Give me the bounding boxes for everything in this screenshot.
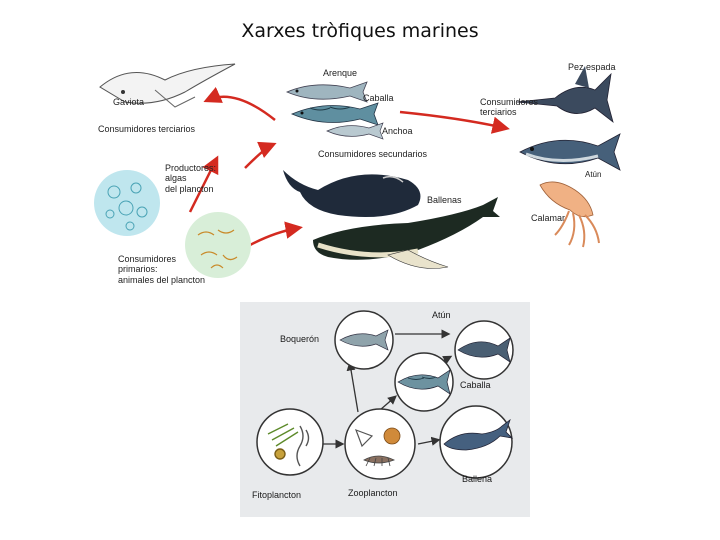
label-caballa-bottom: Caballa [460, 380, 491, 390]
fitoplancton-circle [256, 408, 324, 476]
arrow-fish-to-tuna [399, 110, 510, 134]
label-calamar: Calamar [531, 213, 566, 223]
producers-plankton-illustration [94, 170, 160, 236]
squid-illustration [539, 181, 600, 248]
label-caballa: Caballa [363, 93, 394, 103]
atun-fish-icon [457, 337, 511, 363]
arrow-primary-to-whale [249, 221, 303, 247]
label-zooplancton: Zooplancton [348, 488, 398, 498]
label-consumidores-terciarios-left: Consumidores terciarios [98, 124, 196, 134]
label-anchoa: Anchoa [382, 126, 413, 136]
mackerel-illustration [290, 102, 379, 126]
zooplankton-icon [354, 427, 401, 467]
arrow-zooplancton-to-caballa [379, 395, 397, 411]
ballena-whale-icon [443, 418, 514, 451]
right-whale-illustration [283, 170, 421, 218]
arrow-fish-to-gull [203, 86, 276, 121]
boqueron-circle [334, 310, 394, 370]
caballa-circle [394, 352, 454, 412]
arrow-primary-to-producers-up [188, 155, 219, 213]
primary-consumers-illustration [185, 212, 251, 278]
arrow-zooplancton-to-ballena [417, 436, 441, 446]
bottom-food-web-panel: Boquerón Atún Caballa Fitoplancton Zoopl… [240, 302, 530, 517]
label-atun-bottom: Atún [432, 310, 451, 320]
arrow-to-fish [244, 141, 277, 169]
label-consumidores-terciarios-right: Consumidores terciarios [480, 97, 539, 118]
herring-illustration [285, 81, 368, 103]
arrow-zooplancton-to-boqueron [346, 361, 359, 413]
anchovy-illustration [326, 122, 384, 140]
label-ballenas: Ballenas [427, 195, 462, 205]
label-arenque: Arenque [323, 68, 358, 78]
caballa-fish-icon [397, 369, 451, 395]
tuna-illustration [519, 133, 621, 171]
label-consumidores-primarios: Consumidores primarios: animales del pla… [118, 254, 206, 285]
gull-illustration [99, 63, 236, 108]
page-title: Xarxes tròfiques marines [241, 20, 479, 42]
phytoplankton-icon [267, 423, 310, 467]
label-pez-espada: Pez espada [568, 62, 616, 72]
ballena-circle [439, 405, 514, 479]
label-boqueron: Boquerón [280, 334, 320, 344]
label-consumidores-secundarios: Consumidores secundarios [318, 149, 428, 159]
label-productores: Productores: algas del plancton [165, 163, 217, 194]
swordfish-illustration [516, 66, 614, 124]
label-fitoplancton: Fitoplancton [252, 490, 302, 500]
zooplancton-circle [344, 408, 416, 480]
label-ballena: Ballena [462, 474, 493, 484]
label-gaviota: Gaviota [113, 97, 145, 107]
humpback-whale-illustration [313, 197, 500, 269]
boqueron-fish-icon [339, 329, 389, 351]
label-atun-top: Atún [585, 170, 602, 179]
atun-circle [454, 320, 514, 380]
